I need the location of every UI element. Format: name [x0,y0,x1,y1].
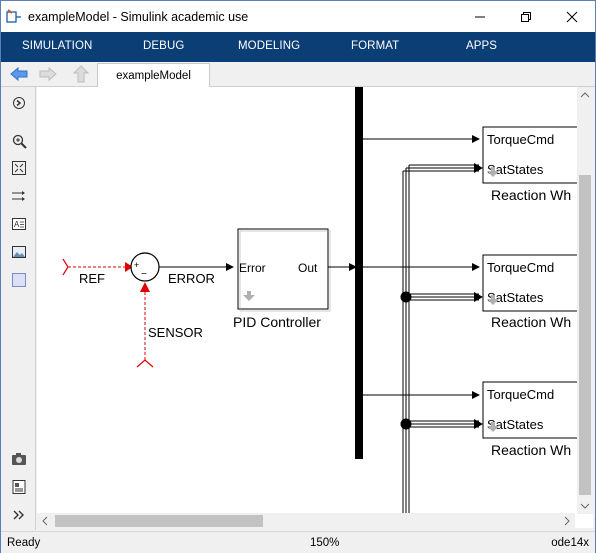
fit-view-icon [12,161,26,175]
close-icon [566,11,578,22]
zoom-in-icon [12,134,27,149]
pid-controller-block[interactable]: Error Out [237,228,331,312]
back-arrow-icon [10,66,28,82]
branch-point-2 [400,418,412,430]
subsystem-2-torquecmd-port: TorqueCmd [487,260,554,275]
property-inspector-button[interactable] [9,477,29,497]
annotation-icon: A [12,218,26,230]
subsystem-arrow-icon [243,291,255,301]
screenshot-button[interactable] [9,449,29,469]
sum-minus-sign: − [141,269,147,280]
sensor-label: SENSOR [148,325,203,340]
property-icon [12,480,26,494]
ribbon-tabstrip: SIMULATION DEBUG MODELING FORMAT APPS [1,32,595,62]
scroll-up-icon[interactable] [577,89,593,101]
status-bar: Ready 150% ode14x [1,531,595,553]
scroll-left-icon[interactable] [39,513,51,529]
arrows-icon [12,191,25,201]
satstates-arrows [474,163,483,429]
vertical-scroll-thumb[interactable] [579,175,591,495]
minimize-button[interactable] [457,1,503,32]
tab-debug[interactable]: DEBUG [143,40,185,52]
scroll-down-icon[interactable] [577,500,593,512]
tab-modeling[interactable]: MODELING [238,40,301,52]
tab-format[interactable]: FORMAT [351,40,400,52]
tab-examplemodel[interactable]: exampleModel [97,63,210,87]
subsystem-1-torquecmd-port: TorqueCmd [487,132,554,147]
model-canvas[interactable]: REF + − SENSOR ERROR Error O [37,87,593,528]
demux-block[interactable] [355,87,363,459]
reaction-wheel-subsystem-2[interactable]: TorqueCmd SatStates [482,254,584,312]
restore-icon [521,11,531,22]
navigate-icon [13,97,25,109]
pid-out-port-label: Out [298,261,318,275]
reaction-wheel-subsystem-1[interactable]: TorqueCmd SatStates [482,126,584,184]
tab-simulation[interactable]: SIMULATION [22,40,93,52]
error-label: ERROR [168,271,215,286]
subsystem-1-satstates-port: SatStates [487,162,544,177]
double-chevron-right-icon [13,510,24,520]
subsystem-3-torquecmd-port: TorqueCmd [487,387,554,402]
torque-lines[interactable] [363,135,480,399]
solver-name[interactable]: ode14x [551,537,589,549]
minimize-icon [475,16,485,17]
image-icon [12,246,26,258]
subsystem-1-name: Reaction Wh [491,187,571,203]
reaction-wheel-subsystem-3[interactable]: TorqueCmd SatStates [482,381,584,439]
up-button[interactable] [70,65,92,83]
subsystem-2-name: Reaction Wh [491,314,571,330]
window-title: exampleModel - Simulink academic use [28,9,249,24]
maximize-button[interactable] [503,1,549,32]
sensor-signal[interactable] [136,282,154,368]
subsystem-3-name: Reaction Wh [491,442,571,458]
block-diagram: REF + − SENSOR ERROR Error O [62,87,584,528]
horizontal-scrollbar[interactable] [37,513,575,529]
hide-browser-button[interactable] [9,93,29,113]
pid-block-name: PID Controller [233,314,321,330]
image-button[interactable] [9,242,29,262]
subsystem-2-satstates-port: SatStates [487,290,544,305]
up-arrow-icon [73,65,89,83]
expand-palette-button[interactable] [9,505,29,525]
subsystem-1-arrow-icon [487,167,499,177]
tab-apps[interactable]: APPS [466,40,498,52]
subsystem-3-arrow-icon [487,422,499,432]
area-icon [12,273,26,287]
camera-icon [12,453,26,465]
pid-in-port-label: Error [239,261,266,275]
status-text: Ready [7,537,41,549]
horizontal-scroll-thumb[interactable] [55,515,263,527]
fit-to-view-button[interactable] [9,158,29,178]
ref-signal[interactable] [62,258,133,276]
simulink-app-icon [6,8,22,25]
navigation-bar: exampleModel [1,62,595,87]
zoom-level[interactable]: 150% [310,537,340,549]
back-button[interactable] [8,65,30,83]
satstates-bus-lines[interactable] [402,164,479,528]
tool-palette: A [1,87,36,530]
area-button[interactable] [9,270,29,290]
signal-routing-button[interactable] [9,186,29,206]
subsystem-3-satstates-port: SatStates [487,417,544,432]
title-bar: exampleModel - Simulink academic use [1,1,595,32]
ref-label: REF [79,271,105,286]
sum-block[interactable]: + − [130,252,160,282]
annotation-button[interactable]: A [9,214,29,234]
forward-button[interactable] [37,65,59,83]
vertical-scrollbar[interactable] [577,87,593,514]
svg-text:A: A [14,220,20,229]
scroll-right-icon[interactable] [561,513,573,529]
sum-plus-sign: + [134,260,139,270]
subsystem-2-arrow-icon [487,295,499,305]
branch-point-1 [400,291,412,303]
close-button[interactable] [549,1,595,32]
forward-arrow-icon [39,66,57,82]
zoom-button[interactable] [9,131,29,151]
